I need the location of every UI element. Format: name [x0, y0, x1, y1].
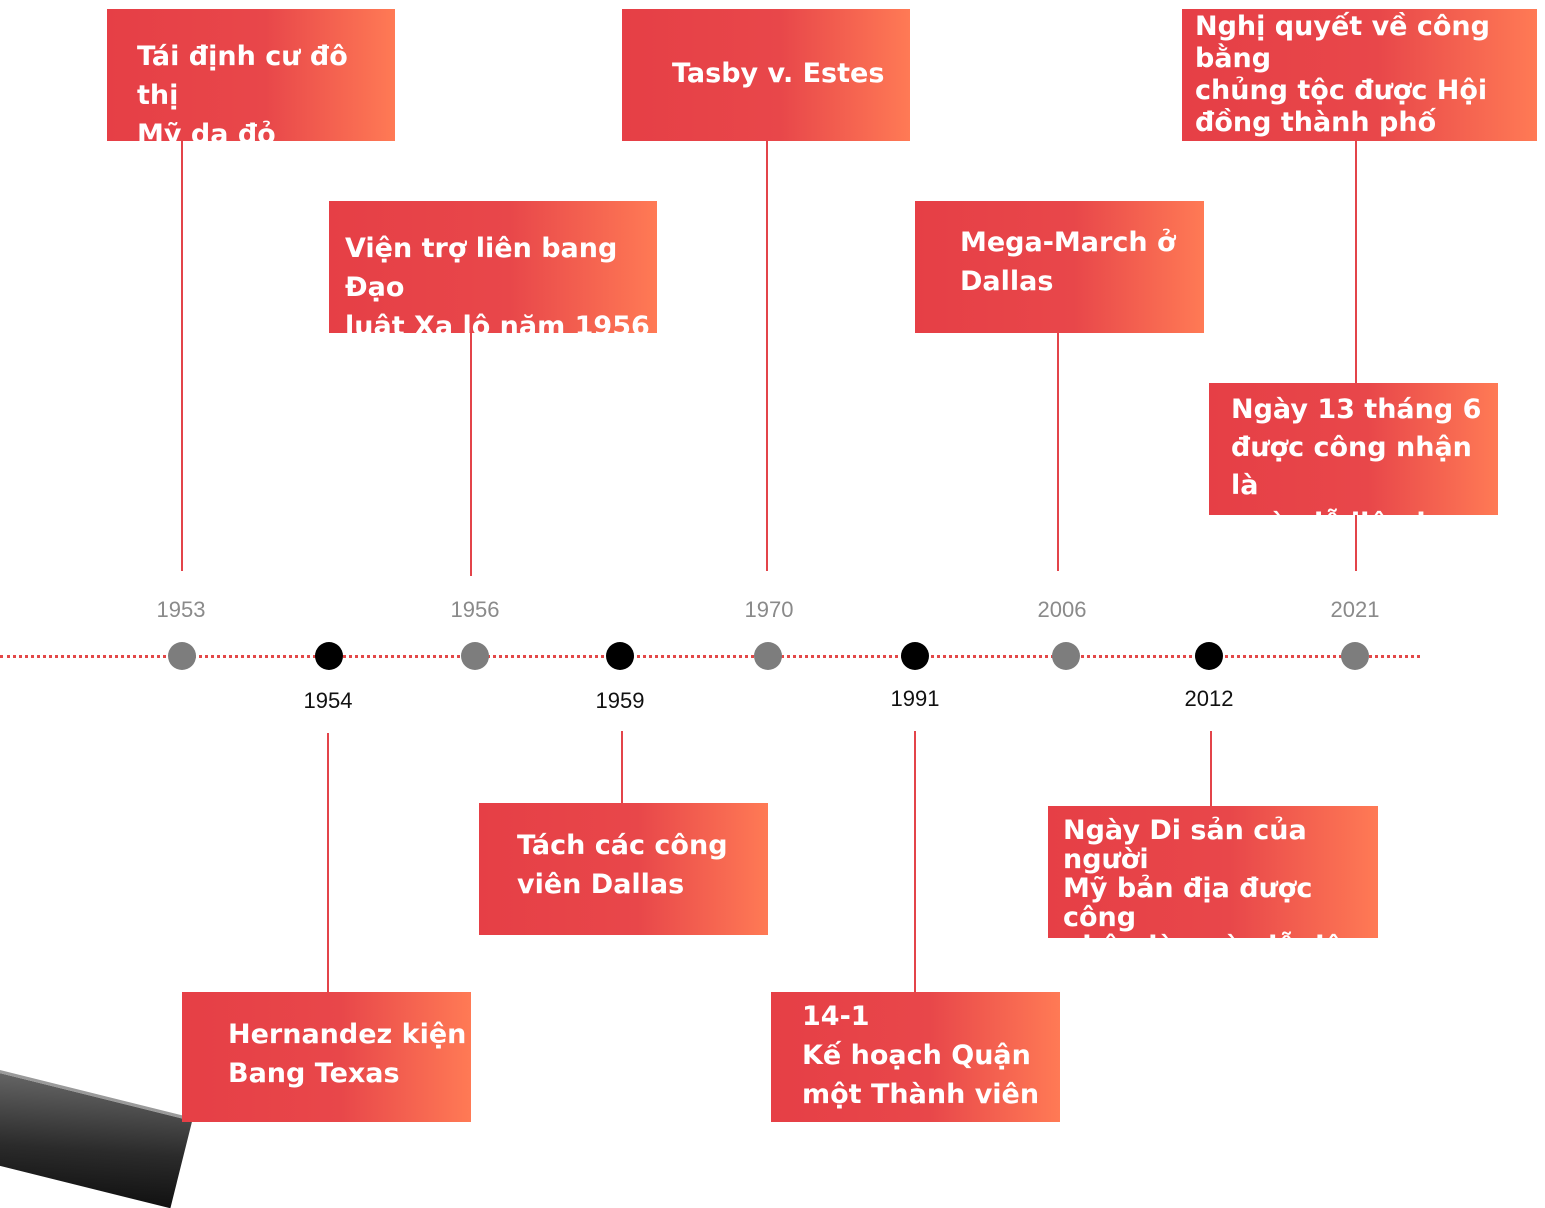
event-stem-2006: [1057, 333, 1059, 571]
year-label-1991: 1991: [890, 686, 940, 711]
timeline-dot-1991: [901, 642, 929, 670]
event-card-2021-juneteenth: Ngày 13 tháng 6 được công nhận là ngày l…: [1209, 383, 1498, 539]
year-label-1953: 1953: [156, 597, 206, 622]
event-text: 14-1 Kế hoạch Quận một Thành viên: [802, 1001, 1040, 1110]
event-card-1953: Tái định cư đô thị Mỹ da đỏ: [107, 9, 395, 150]
timeline-dot-2021: [1341, 642, 1369, 670]
event-text: Ngày 13 tháng 6 được công nhận là ngày l…: [1231, 394, 1493, 539]
event-stem-1954: [327, 733, 329, 993]
event-stem-1956: [470, 333, 472, 576]
event-stem-1991: [914, 731, 916, 993]
event-stem-1953: [181, 141, 183, 571]
event-stem-1970: [766, 141, 768, 571]
event-text: Ngày Di sản của người Mỹ bản địa được cô…: [1063, 815, 1362, 991]
timeline-dot-1954: [315, 642, 343, 670]
year-label-1956: 1956: [450, 597, 500, 622]
year-label-2021: 2021: [1330, 597, 1380, 622]
event-text: Nghị quyết về công bằng chủng tộc được H…: [1195, 11, 1490, 202]
event-text: Tái định cư đô thị Mỹ da đỏ: [137, 41, 348, 150]
event-card-1970: Tasby v. Estes: [622, 9, 910, 141]
event-stem-2021-lower: [1355, 515, 1357, 571]
timeline-dot-2012: [1195, 642, 1223, 670]
event-card-1991: 14-1 Kế hoạch Quận một Thành viên: [771, 992, 1060, 1122]
timeline-dot-1953: [168, 642, 196, 670]
year-label-2012: 2012: [1184, 686, 1234, 711]
event-text: Hernandez kiện Bang Texas: [228, 1019, 467, 1089]
timeline-dot-1956: [461, 642, 489, 670]
timeline-dot-1970: [754, 642, 782, 670]
event-card-2012: Ngày Di sản của người Mỹ bản địa được cô…: [1048, 806, 1378, 990]
year-label-1954: 1954: [303, 688, 353, 713]
timeline-dot-1959: [606, 642, 634, 670]
event-stem-2021-upper: [1355, 141, 1357, 383]
timeline-dot-2006: [1052, 642, 1080, 670]
event-text: Mega-March ở Dallas: [960, 227, 1176, 297]
event-card-2006: Mega-March ở Dallas: [915, 201, 1204, 333]
decorative-device-image: [0, 1060, 193, 1208]
event-card-1954: Hernandez kiện Bang Texas: [182, 992, 471, 1122]
event-stem-2012: [1210, 731, 1212, 806]
event-card-1959: Tách các công viên Dallas: [479, 803, 768, 935]
event-text: Tách các công viên Dallas: [517, 830, 728, 900]
event-stem-1959: [621, 731, 623, 803]
timeline-axis: [0, 655, 1420, 658]
year-label-1970: 1970: [744, 597, 794, 622]
event-card-2021-resolution: Nghị quyết về công bằng chủng tộc được H…: [1182, 9, 1537, 202]
year-label-1959: 1959: [595, 688, 645, 713]
event-text: Viện trợ liên bang Đạo luật Xa lộ năm 19…: [345, 233, 650, 342]
event-card-1956: Viện trợ liên bang Đạo luật Xa lộ năm 19…: [329, 201, 657, 342]
event-text: Tasby v. Estes: [672, 58, 885, 89]
year-label-2006: 2006: [1037, 597, 1087, 622]
